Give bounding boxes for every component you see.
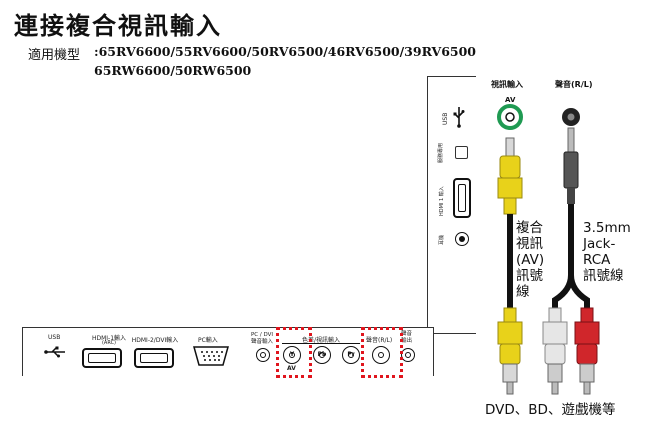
audio-out-label: 聲音 輸出: [401, 331, 413, 344]
av-cable-label: 複合 視訊 (AV) 訊號 線: [516, 220, 545, 300]
component-bracket: [282, 343, 360, 344]
bottom-usb-label: USB: [48, 334, 61, 341]
models-label: 適用機型: [28, 48, 81, 63]
models-line-1: :65RV6600/55RV6600/50RV6500/46RV6500/39R…: [94, 44, 477, 59]
audio-rl-label: 聲音(R/L): [366, 337, 393, 344]
jack-y: Y: [283, 346, 301, 364]
jack-pb: Pb: [313, 346, 331, 364]
hdmi2-label: HDMI-2/DVI輸入: [131, 337, 179, 344]
page-title: 連接複合視訊輸入: [14, 12, 222, 40]
tv-side-panel: [427, 76, 476, 334]
service-port: [455, 146, 468, 159]
av-highlight: [276, 327, 312, 378]
audio-out-jack: [401, 348, 415, 362]
pc-audio-jack: [256, 348, 270, 362]
side-hdmi-label: HDMI 1 輸入: [439, 186, 445, 216]
service-label: 服務專用: [438, 142, 444, 163]
vga-port: [193, 346, 229, 366]
hdmi1-port: [82, 348, 122, 368]
audio-input-title: 聲音(R/L): [555, 80, 593, 89]
models-line-2: 65RW6600/50RW6500: [94, 63, 252, 78]
yellow-plug-bottom: [497, 307, 523, 395]
bottom-usb-icon: [44, 346, 65, 358]
jack-pr: Pr: [342, 346, 360, 364]
pc-dvi-audio-label: PC / DVI 聲音輸入: [250, 332, 274, 345]
side-usb-label: USB: [442, 112, 449, 125]
device-label: DVD、BD、遊戲機等: [485, 402, 616, 418]
audio-highlight: [361, 327, 403, 378]
av-sub-label: AV: [505, 96, 516, 104]
pc-input-label: PC輸入: [198, 337, 218, 344]
red-plug: [574, 307, 600, 395]
audio-jack-bottom: [372, 346, 390, 364]
av-input-title: 視訊輸入: [491, 80, 523, 89]
yellow-plug-top: [497, 137, 523, 215]
usb-icon: [453, 107, 465, 128]
hdmi1-label: HDMI-1輸入: [91, 335, 127, 342]
earphone-jack: [455, 232, 469, 246]
earphone-label: 耳機: [439, 234, 445, 245]
mini-jack-plug: [563, 127, 579, 204]
cable-illustration: [497, 104, 600, 395]
component-input-label: 色差/視訊輸入: [302, 337, 341, 344]
side-hdmi-port: [453, 178, 471, 218]
hdmi2-port: [134, 348, 174, 368]
av-label: AV: [287, 365, 296, 372]
hdmi1-sub-label: (ARC): [101, 340, 117, 346]
white-plug: [542, 307, 568, 395]
jack-rca-cable-label: 3.5mm Jack- RCA 訊號線: [583, 220, 631, 284]
